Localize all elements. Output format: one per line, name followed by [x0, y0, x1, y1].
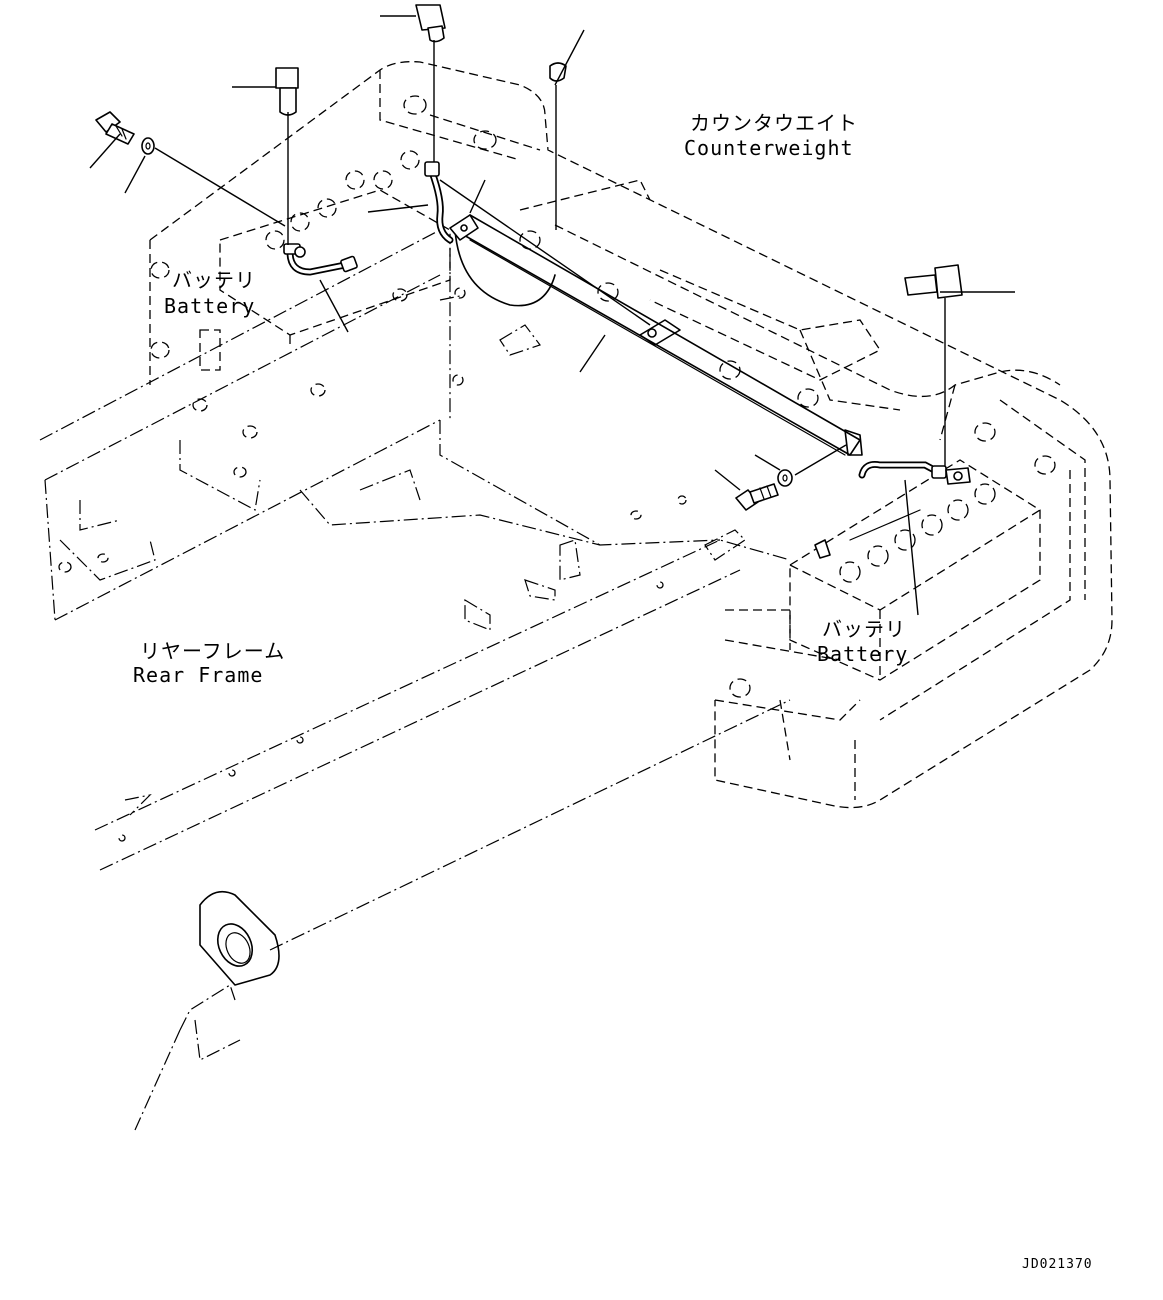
washer-left — [141, 137, 155, 155]
counterweight-label-en: Counterweight — [684, 136, 854, 160]
plug — [549, 62, 567, 82]
battery-right-label-jp: バッテリ — [822, 617, 906, 641]
terminal-cap-top — [415, 4, 446, 43]
rear-frame-label-jp: リヤーフレーム — [140, 639, 285, 663]
leader-lines — [89, 15, 1015, 616]
rear-frame-label-en: Rear Frame — [133, 663, 263, 687]
battery-left-label-jp: バッテリ — [172, 268, 256, 292]
left-battery — [199, 150, 451, 371]
bolt-right — [735, 483, 779, 511]
battery-cable-left — [283, 243, 358, 276]
battery-right-label-en: Battery — [817, 642, 908, 666]
right-battery — [789, 459, 1041, 681]
tow-eye — [199, 890, 280, 986]
washer-right — [777, 469, 793, 487]
terminal-cap-left — [275, 67, 299, 116]
battery-left-label-en: Battery — [164, 294, 255, 318]
battery-cable-right — [814, 461, 971, 559]
battery-cable-center — [424, 161, 479, 244]
counterweight-outline — [149, 61, 1113, 809]
terminal-cap-right — [904, 264, 963, 299]
labels: カウンタウエイト Counterweight バッテリ Battery バッテリ… — [133, 111, 1093, 1272]
counterweight-label-jp: カウンタウエイト — [690, 111, 858, 135]
ground-strap — [454, 214, 863, 456]
drawing-code: JD021370 — [1022, 1257, 1093, 1272]
rear-frame-outline — [39, 229, 791, 1131]
